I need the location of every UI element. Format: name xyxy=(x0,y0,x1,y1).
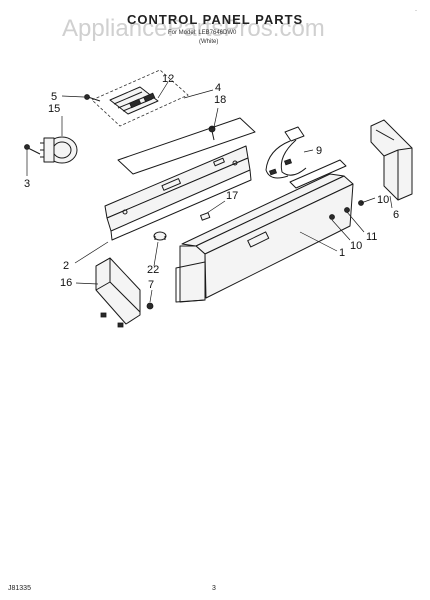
corner-mark: · xyxy=(415,8,417,14)
control-panel-bracket xyxy=(104,145,252,241)
console-panel-main xyxy=(175,159,364,303)
screw-part-3 xyxy=(24,144,41,155)
callout-1: 1 xyxy=(339,247,345,259)
callout-5: 5 xyxy=(51,91,57,103)
screw-part-7 xyxy=(146,302,154,310)
callout-4: 4 xyxy=(215,82,221,94)
selector-switch-part xyxy=(40,136,78,164)
callout-12: 12 xyxy=(162,73,174,85)
watermark-text: AppliancePartsPros.com xyxy=(62,15,325,42)
color-subtitle: (White) xyxy=(199,39,218,45)
callout-labels: 12 4 5 18 15 9 3 10 17 6 11 10 1 2 22 16… xyxy=(24,73,399,291)
screw-part-5 xyxy=(84,94,101,102)
console-wiring-harness xyxy=(265,126,307,179)
callout-15: 15 xyxy=(48,103,60,115)
callout-9: 9 xyxy=(316,145,322,157)
callout-3: 3 xyxy=(24,178,30,190)
leader-lines xyxy=(26,81,393,303)
model-subtitle: For Model: LEB7646DW0 xyxy=(168,30,237,36)
page-title: CONTROL PANEL PARTS xyxy=(127,12,303,27)
callout-11: 11 xyxy=(366,231,377,243)
callout-2: 2 xyxy=(63,260,69,272)
mounting-plate xyxy=(117,117,256,175)
callout-18: 18 xyxy=(214,94,226,106)
left-end-cap xyxy=(95,257,141,328)
callout-16: 16 xyxy=(60,277,72,289)
callout-6: 6 xyxy=(393,209,399,221)
callout-10-lower: 10 xyxy=(350,240,362,252)
wiring-harness-part xyxy=(91,69,189,127)
callout-22: 22 xyxy=(147,264,159,276)
clip-part-17 xyxy=(200,212,211,221)
page-number: 3 xyxy=(212,585,216,592)
button-part-22 xyxy=(153,231,167,241)
callout-7: 7 xyxy=(148,279,154,291)
document-code: J81335 xyxy=(8,585,31,592)
callout-10-upper: 10 xyxy=(377,194,389,206)
callout-17: 17 xyxy=(226,190,238,202)
right-end-cap xyxy=(370,119,413,201)
